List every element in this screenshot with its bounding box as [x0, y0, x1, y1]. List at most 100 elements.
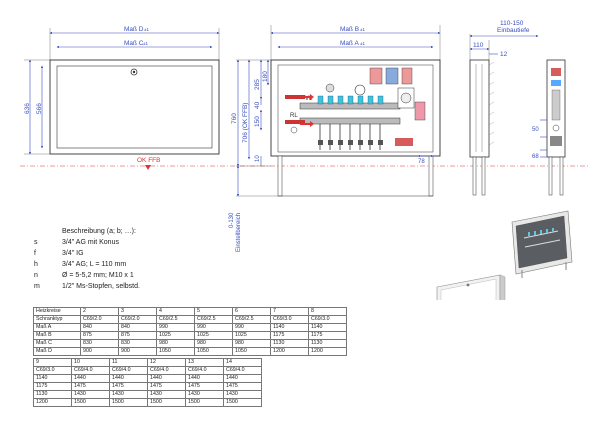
table-cell: C69/3.0 [308, 315, 347, 324]
table-row: Maß C 830 830 980 980 980 1130 1130 [33, 339, 347, 348]
footnote-label: ±1 [360, 27, 365, 32]
table-cell: 875 [118, 331, 157, 340]
table-cell: Maß A [33, 323, 81, 332]
table-cell: 1500 [71, 398, 110, 407]
table-row: 9 10 11 12 13 14 [33, 358, 262, 367]
dim-636-label: 636 [24, 103, 31, 114]
table-cell: 8 [308, 307, 347, 316]
table-cell: 990 [156, 323, 195, 332]
footnote-label: ±1 [144, 27, 149, 32]
install-depth-value: 110-150 [500, 20, 524, 27]
frame-leg-left [277, 155, 283, 197]
ok-ffb-label: OK FFB [137, 157, 160, 164]
table-cell: 1440 [147, 374, 186, 383]
inlet-valves [285, 95, 413, 146]
table-cell: 1430 [185, 390, 224, 399]
table-cell: 1500 [185, 398, 224, 407]
table-cell: 1430 [71, 390, 110, 399]
table-cell: 875 [80, 331, 119, 340]
table-cell: 4 [156, 307, 195, 316]
legend-key: h [34, 261, 38, 268]
table-cell: 1025 [156, 331, 195, 340]
table-cell: 1025 [232, 331, 271, 340]
table-cell: 1475 [109, 382, 148, 391]
flow-meters [317, 95, 384, 105]
table-cell: Heizkreise [33, 307, 81, 316]
table-cell: 1140 [308, 323, 347, 332]
side-hatching [488, 61, 495, 146]
table-cell: 1140 [33, 374, 72, 383]
table-row: Maß B 875 875 1025 1025 1025 1175 1175 [33, 331, 347, 340]
table-cell: C69/4.0 [185, 366, 224, 375]
interior-view: Maß B ±1 Maß A ±1 [229, 25, 441, 252]
table-cell: 1130 [308, 339, 347, 348]
table-cell: 6 [232, 307, 271, 316]
table-row: C69/3.0 C69/4.0 C69/4.0 C69/4.0 C69/4.0 … [33, 366, 262, 375]
table-cell: C69/2.5 [194, 315, 233, 324]
table-cell: 3 [118, 307, 157, 316]
pump-group [325, 67, 426, 121]
rl-label: RL [290, 113, 298, 119]
table-cell: 900 [118, 347, 157, 356]
table-cell: C69/2.5 [232, 315, 271, 324]
table-cell: 1200 [33, 398, 72, 407]
footnote-label: ±1 [143, 41, 148, 46]
table-cell: 7 [270, 307, 309, 316]
dim-10-label: 10 [255, 155, 261, 162]
table-cell: 830 [80, 339, 119, 348]
table-cell: 1500 [109, 398, 148, 407]
spec-table-1: Heizkreise 2 3 4 5 6 7 8 Schranktyp C69/… [33, 307, 347, 356]
table-cell: 990 [232, 323, 271, 332]
table-cell: 840 [118, 323, 157, 332]
dim-mass-d-label: Maß D [124, 26, 144, 33]
render-open-cabinet [511, 210, 573, 278]
render-closed-cabinet [436, 274, 506, 300]
table-cell: 1175 [33, 382, 72, 391]
table-cell: Maß B [33, 331, 81, 340]
table-cell: 980 [232, 339, 271, 348]
legend-key: m [34, 283, 40, 290]
dim-285-label: 285 [254, 79, 261, 90]
table-cell: 1475 [185, 382, 224, 391]
table-row: 1200 1500 1500 1500 1500 1500 [33, 398, 262, 407]
table-cell: Maß C [33, 339, 81, 348]
table-cell: 1175 [270, 331, 309, 340]
table-row: Schranktyp C69/2.0 C69/2.0 C69/2.5 C69/2… [33, 315, 347, 324]
front-view: Maß D ±1 Maß C ±1 636 566 OK FFB [24, 26, 220, 170]
table-cell: C69/3.0 [33, 366, 72, 375]
legend-key: n [34, 272, 38, 279]
legend-value: 3/4" IG [62, 250, 84, 257]
table-cell: 1440 [109, 374, 148, 383]
dim-706-label: 706 (OK FFB) [242, 103, 249, 143]
table-cell: 1175 [308, 331, 347, 340]
spec-table-2: 9 10 11 12 13 14 C69/3.0 C69/4.0 C69/4.0… [33, 358, 262, 407]
legend-key: f [34, 250, 36, 257]
dim-mass-b-label: Maß B [340, 26, 359, 33]
ffb-marker-icon [145, 165, 151, 170]
table-cell: 2 [80, 307, 119, 316]
table-cell: Schranktyp [33, 315, 81, 324]
table-cell: C69/4.0 [147, 366, 186, 375]
table-cell: 1440 [185, 374, 224, 383]
dim-180-label: 180 [262, 71, 269, 82]
table-cell: 1475 [223, 382, 262, 391]
table-cell: 1430 [109, 390, 148, 399]
dim-78-label: 78 [418, 159, 425, 165]
table-row: 1130 1430 1430 1430 1430 1430 [33, 390, 262, 399]
table-cell: 1130 [270, 339, 309, 348]
table-cell: 9 [33, 358, 72, 367]
table-cell: 1140 [270, 323, 309, 332]
table-cell: 1500 [223, 398, 262, 407]
legend-value: 3/4" AG; L = 110 mm [62, 261, 127, 268]
dim-760-label: 760 [231, 113, 238, 124]
frame-leg-right [428, 155, 434, 197]
technical-drawing: Maß D ±1 Maß C ±1 636 566 OK FFB Maß B ±… [20, 20, 590, 300]
table-cell: 12 [147, 358, 186, 367]
table-cell: 1200 [308, 347, 347, 356]
table-cell: 10 [71, 358, 110, 367]
footnote-label: ±1 [360, 41, 365, 46]
legend-header: Beschreibung (a; b; …): [62, 228, 136, 235]
table-cell: 1430 [147, 390, 186, 399]
table-cell: 11 [109, 358, 148, 367]
table-cell: 1440 [223, 374, 262, 383]
